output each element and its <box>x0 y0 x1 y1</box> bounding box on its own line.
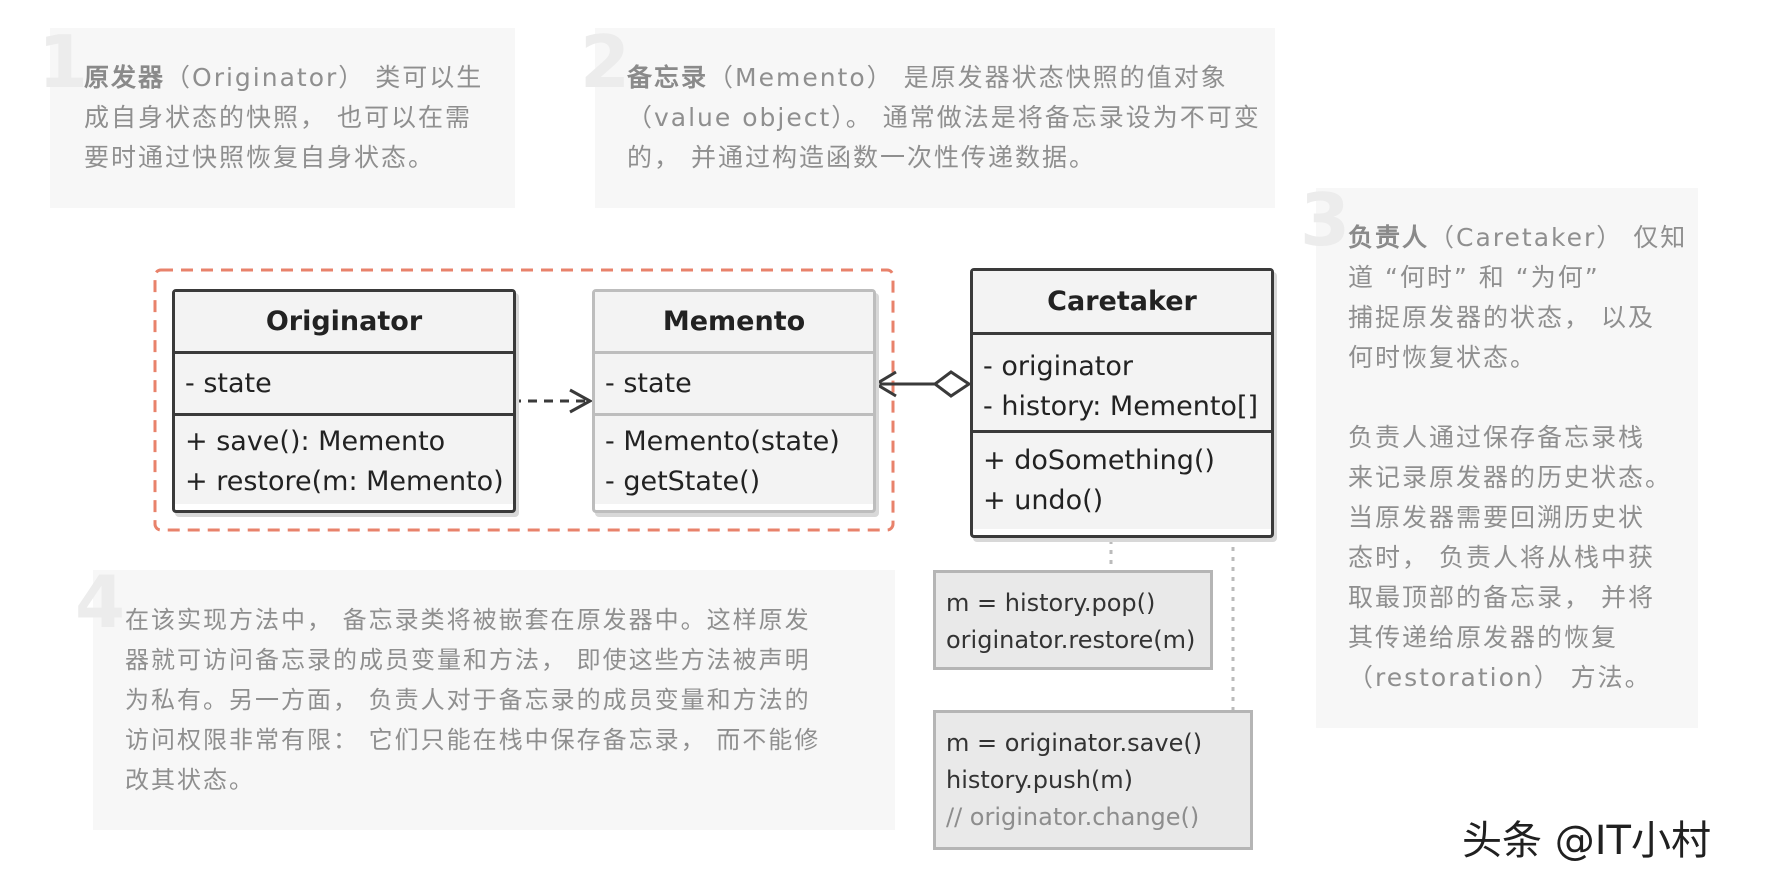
caretaker-field: - originator <box>983 351 1133 382</box>
caretaker-fields: - originator - history: Memento[] <box>973 335 1271 433</box>
memento-method: - getState() <box>605 466 761 497</box>
note-1-number: 1 <box>38 20 91 104</box>
note-4: 4 在该实现方法中， 备忘录类将被嵌套在原发器中。这样原发 器就可访问备忘录的成… <box>75 566 895 830</box>
note-2-line: （value object）。 通常做法是将备忘录设为不可变 <box>627 103 1261 132</box>
note-3-line: 取最顶部的备忘录， 并将 <box>1348 583 1655 612</box>
dependency-arrowhead <box>569 388 594 414</box>
undo-code-note: m = history.pop() originator.restore(m) <box>933 570 1213 670</box>
note-3-line: 当原发器需要回溯历史状 <box>1348 503 1646 532</box>
note-3-line: 其传递给原发器的恢复 <box>1348 623 1619 652</box>
originator-method: + restore(m: Memento) <box>185 466 504 497</box>
note-4-line: 器就可访问备忘录的成员变量和方法， 即使这些方法被声明 <box>125 646 811 674</box>
code-line: m = originator.save() <box>946 729 1203 757</box>
note-1-term: 原发器 <box>84 63 166 92</box>
note-4-number: 4 <box>75 560 128 644</box>
note-3-line: 道 “何时” 和 “为何” <box>1348 263 1600 292</box>
originator-method: + save(): Memento <box>185 426 446 457</box>
note-1-line: （Originator） 类可以生 <box>165 63 484 92</box>
note-2: 2 备忘录（Memento） 是原发器状态快照的值对象 （value objec… <box>580 26 1275 208</box>
caretaker-method: + doSomething() <box>983 445 1215 476</box>
originator-fields: - state <box>175 354 513 416</box>
originator-field: - state <box>185 368 272 399</box>
note-3-line: 来记录原发器的历史状态。 <box>1348 463 1673 492</box>
note-3-number: 3 <box>1300 178 1353 262</box>
note-3: 3 负责人（Caretaker） 仅知 道 “何时” 和 “为何” 捕捉原发器的… <box>1300 184 1698 728</box>
aggregation-arrowhead <box>873 370 897 398</box>
memento-methods: - Memento(state) - getState() <box>595 416 873 504</box>
note-4-line: 为私有。另一方面， 负责人对于备忘录的成员变量和方法的 <box>125 686 811 714</box>
note-4-line: 改其状态。 <box>125 766 255 794</box>
memento-class: Memento - state - Memento(state) - getSt… <box>592 289 876 513</box>
caretaker-name: Caretaker <box>973 271 1271 335</box>
note-3-term: 负责人 <box>1348 223 1430 252</box>
note-2-line: 的， 并通过构造函数一次性传递数据。 <box>627 143 1096 172</box>
note-3-line: 何时恢复状态。 <box>1348 343 1538 372</box>
note-3-line: 捕捉原发器的状态， 以及 <box>1348 303 1655 332</box>
caretaker-class: Caretaker - originator - history: Mement… <box>970 268 1274 538</box>
nested-boundary <box>153 268 895 532</box>
memento-name: Memento <box>595 292 873 354</box>
note-3-line: （Caretaker） 仅知 <box>1429 223 1688 252</box>
note-3-line: 态时， 负责人将从栈中获 <box>1348 543 1655 572</box>
code-line: m = history.pop() <box>946 589 1156 617</box>
note-1-line: 要时通过快照恢复自身状态。 <box>84 143 436 172</box>
caretaker-methods: + doSomething() + undo() <box>973 433 1271 529</box>
note-2-line: （Memento） 是原发器状态快照的值对象 <box>708 63 1228 92</box>
note-4-line: 在该实现方法中， 备忘录类将被嵌套在原发器中。这样原发 <box>125 606 811 634</box>
originator-name: Originator <box>175 292 513 354</box>
note-3-line: 负责人通过保存备忘录栈 <box>1348 423 1646 452</box>
note-2-term: 备忘录 <box>627 63 709 92</box>
aggregation-diamond <box>932 370 972 398</box>
note-1-line: 成自身状态的快照， 也可以在需 <box>84 103 472 132</box>
code-line: originator.restore(m) <box>946 626 1196 654</box>
memento-method: - Memento(state) <box>605 426 840 457</box>
memento-field: - state <box>605 368 692 399</box>
note-1: 1 原发器（Originator） 类可以生 成自身状态的快照， 也可以在需 要… <box>38 26 515 208</box>
memento-fields: - state <box>595 354 873 416</box>
originator-methods: + save(): Memento + restore(m: Memento) <box>175 416 513 504</box>
note-2-number: 2 <box>580 20 633 104</box>
note-4-line: 访问权限非常有限： 它们只能在栈中保存备忘录， 而不能修 <box>125 726 821 754</box>
caretaker-method: + undo() <box>983 485 1104 516</box>
code-comment: // originator.change() <box>946 803 1200 831</box>
note-3-line: （restoration） 方法。 <box>1348 663 1652 692</box>
dosomething-code-note: m = originator.save() history.push(m) //… <box>933 710 1253 850</box>
caretaker-field: - history: Memento[] <box>983 391 1259 422</box>
watermark: 头条 @IT小村 <box>1462 818 1711 864</box>
code-line: history.push(m) <box>946 766 1134 794</box>
originator-class: Originator - state + save(): Memento + r… <box>172 289 516 513</box>
